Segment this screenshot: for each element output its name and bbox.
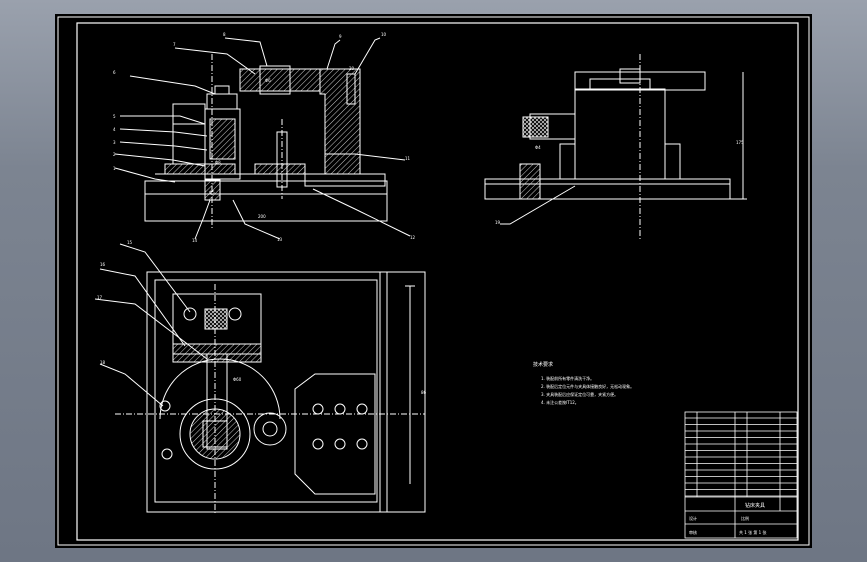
- svg-text:13: 13: [277, 237, 283, 242]
- svg-text:175: 175: [736, 140, 744, 145]
- svg-text:设计: 设计: [689, 515, 697, 521]
- outer-frame: [57, 16, 810, 546]
- svg-text:200: 200: [258, 214, 266, 219]
- notes-title: 技术要求: [533, 361, 553, 368]
- assembly-drawing: 1 2 3 4 5 6 7 8 9 10 11 12 13 14 15 16 1…: [57, 16, 810, 546]
- svg-text:19: 19: [495, 220, 501, 225]
- svg-text:7: 7: [173, 42, 176, 47]
- svg-text:6: 6: [113, 70, 116, 75]
- svg-text:Φ4: Φ4: [535, 145, 541, 150]
- svg-text:Φ8: Φ8: [215, 160, 221, 165]
- svg-text:3. 夹具装配后应保证定位可靠，夹紧方便。: 3. 夹具装配后应保证定位可靠，夹紧方便。: [541, 391, 618, 397]
- svg-text:86: 86: [421, 390, 427, 395]
- side-view: [484, 54, 747, 239]
- svg-text:18: 18: [100, 360, 106, 365]
- svg-text:12: 12: [410, 235, 416, 240]
- svg-text:16: 16: [100, 262, 106, 267]
- svg-text:共 1 张 第 1 张: 共 1 张 第 1 张: [739, 529, 766, 535]
- svg-text:Φ6: Φ6: [265, 78, 271, 83]
- svg-text:15: 15: [127, 240, 133, 245]
- svg-text:审核: 审核: [689, 529, 697, 535]
- svg-text:1. 装配前所有零件清洗干净。: 1. 装配前所有零件清洗干净。: [541, 375, 594, 381]
- drawing-sheet: 1 2 3 4 5 6 7 8 9 10 11 12 13 14 15 16 1…: [55, 14, 812, 548]
- title-block-text: 钻床夹具 设计 审核 比例 共 1 张 第 1 张: [689, 502, 766, 535]
- svg-text:比例: 比例: [741, 515, 749, 521]
- svg-text:2: 2: [113, 152, 116, 157]
- svg-text:14: 14: [192, 238, 198, 243]
- svg-text:4. 未注公差按IT12。: 4. 未注公差按IT12。: [541, 399, 579, 405]
- svg-text:11: 11: [405, 156, 411, 161]
- svg-text:9: 9: [339, 34, 342, 39]
- top-view: [94, 243, 426, 514]
- drawing-title: 钻床夹具: [745, 502, 765, 509]
- technical-notes: 技术要求 1. 装配前所有零件清洗干净。 2. 装配后定位元件与夹具体接触良好，…: [533, 361, 634, 405]
- svg-text:3: 3: [113, 140, 116, 145]
- svg-text:4: 4: [113, 127, 116, 132]
- svg-text:20: 20: [349, 66, 355, 71]
- svg-text:Φ5: Φ5: [209, 190, 215, 195]
- svg-text:8: 8: [223, 32, 226, 37]
- svg-text:10: 10: [381, 32, 387, 37]
- balloon-labels: 1 2 3 4 5 6 7 8 9 10 11 12 13 14 15 16 1…: [97, 32, 501, 365]
- svg-text:5: 5: [113, 114, 116, 119]
- title-block: [684, 411, 798, 539]
- front-view: [114, 37, 411, 240]
- svg-text:17: 17: [97, 295, 103, 300]
- inner-frame: [76, 22, 799, 541]
- svg-text:Φ60: Φ60: [233, 377, 242, 382]
- dimension-labels: Φ8 Φ6 Φ5 Φ4 200 175 86 Φ60: [209, 78, 744, 395]
- svg-text:1: 1: [113, 166, 116, 171]
- svg-text:2. 装配后定位元件与夹具体接触良好，无松动现象。: 2. 装配后定位元件与夹具体接触良好，无松动现象。: [541, 383, 634, 389]
